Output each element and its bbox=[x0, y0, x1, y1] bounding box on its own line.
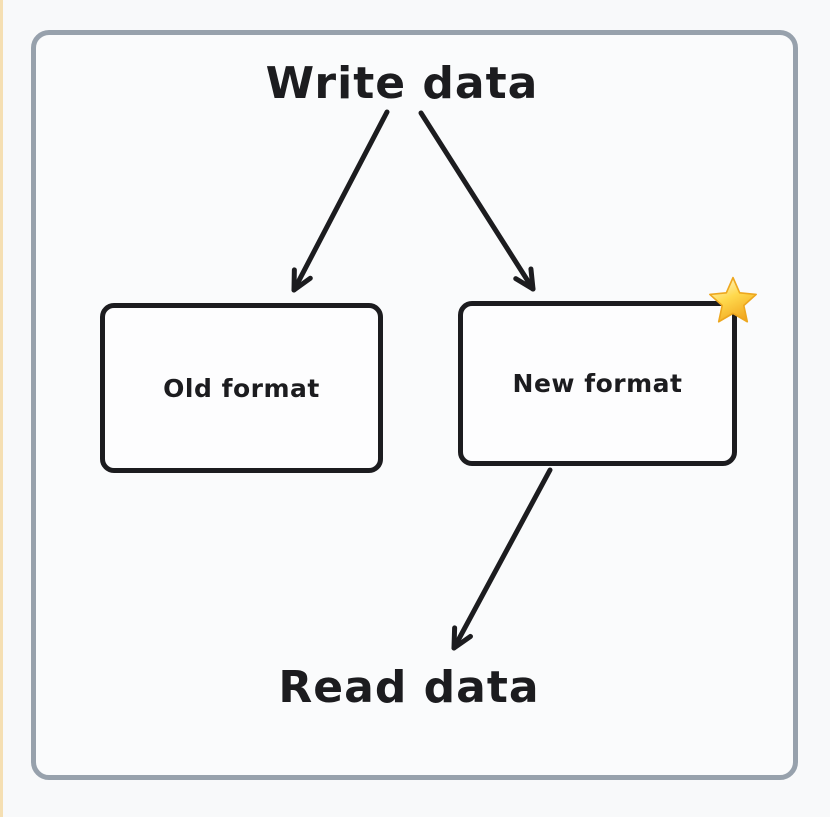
new-format-node: New format bbox=[458, 301, 737, 466]
old-format-node: Old format bbox=[100, 303, 383, 473]
old-format-label: Old format bbox=[163, 373, 320, 403]
star-icon bbox=[709, 276, 757, 323]
read-data-title: Read data bbox=[278, 662, 540, 713]
write-data-title: Write data bbox=[265, 58, 539, 109]
left-edge-strip bbox=[0, 0, 3, 817]
new-format-label: New format bbox=[512, 369, 683, 398]
